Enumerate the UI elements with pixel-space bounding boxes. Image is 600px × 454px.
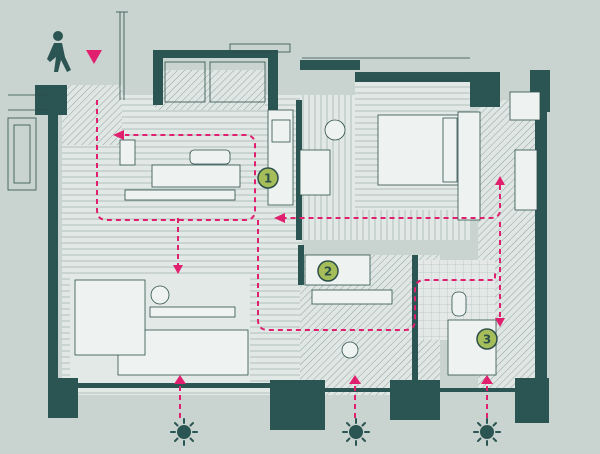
zone-marker-1-label: 1 xyxy=(264,172,272,186)
wall-bottom-edge-2 xyxy=(325,388,390,392)
toilet xyxy=(451,291,467,317)
round-stool xyxy=(341,341,359,359)
wall-bottom-edge-3 xyxy=(440,388,518,392)
stove-top xyxy=(271,119,291,143)
route-entry-loop xyxy=(96,100,256,221)
zone-marker-2-label: 2 xyxy=(324,265,332,279)
right-cabinet xyxy=(509,91,541,121)
wall-zone2-box xyxy=(298,245,304,285)
walking-person-icon xyxy=(47,31,71,72)
right-desk xyxy=(514,149,538,211)
wall-corner-block xyxy=(470,72,500,107)
wall-kitchen-right xyxy=(268,50,278,110)
entry-cabinet xyxy=(119,139,136,166)
zone-marker-3: 3 xyxy=(476,328,498,350)
bed-pillows xyxy=(442,117,458,183)
wall-mid-vertical xyxy=(296,100,302,240)
sun-icon xyxy=(170,418,198,446)
wall-left-outer xyxy=(48,85,58,395)
arrowhead-up-sun-mid xyxy=(349,375,361,384)
wall-right-outer xyxy=(535,72,547,392)
lounge-chair xyxy=(150,285,170,305)
wall-center-top xyxy=(300,60,360,70)
fridge xyxy=(299,149,331,196)
arrowhead-up-sun-right xyxy=(481,375,493,384)
zone2-bench xyxy=(311,289,393,305)
arrowhead-left-dining xyxy=(274,213,285,223)
zone-marker-1: 1 xyxy=(257,167,279,189)
circulation-routes xyxy=(96,100,501,418)
arrowhead-left-top xyxy=(113,130,124,140)
sun-icons xyxy=(170,418,501,446)
stool-row xyxy=(189,149,231,165)
furniture xyxy=(74,91,541,376)
arrowhead-up-right xyxy=(495,176,505,185)
route-to-living xyxy=(257,220,496,331)
arrowhead-down-living xyxy=(173,265,183,274)
wall-bedroom-top xyxy=(355,72,475,82)
study-desk xyxy=(149,306,236,318)
wall-kitchen-top xyxy=(153,50,273,58)
dining-counter xyxy=(124,189,236,201)
wardrobe xyxy=(457,111,481,221)
sun-icon xyxy=(473,418,501,446)
down-triangle-icon xyxy=(86,50,102,64)
wall-left-block-top xyxy=(35,85,67,115)
zone-marker-3-label: 3 xyxy=(483,333,491,347)
entry-floor xyxy=(62,85,122,145)
zone-marker-2: 2 xyxy=(317,260,339,282)
route-bed-to-dining xyxy=(285,185,501,219)
arrowhead-up-sun-left xyxy=(174,375,186,384)
wall-right-bottom xyxy=(515,378,549,423)
arrowhead-down-right xyxy=(495,318,505,327)
wall-bottom-edge xyxy=(58,383,273,388)
window-lines xyxy=(7,11,470,191)
wall-bottom-center xyxy=(390,380,440,420)
armchair xyxy=(324,119,346,141)
sun-icon xyxy=(342,418,370,446)
side-cabinet xyxy=(74,279,146,356)
route-arrowheads xyxy=(113,130,505,384)
kitchen-island xyxy=(151,164,241,188)
wall-bottom-left xyxy=(270,380,325,430)
wall-kitchen-left xyxy=(153,50,163,105)
